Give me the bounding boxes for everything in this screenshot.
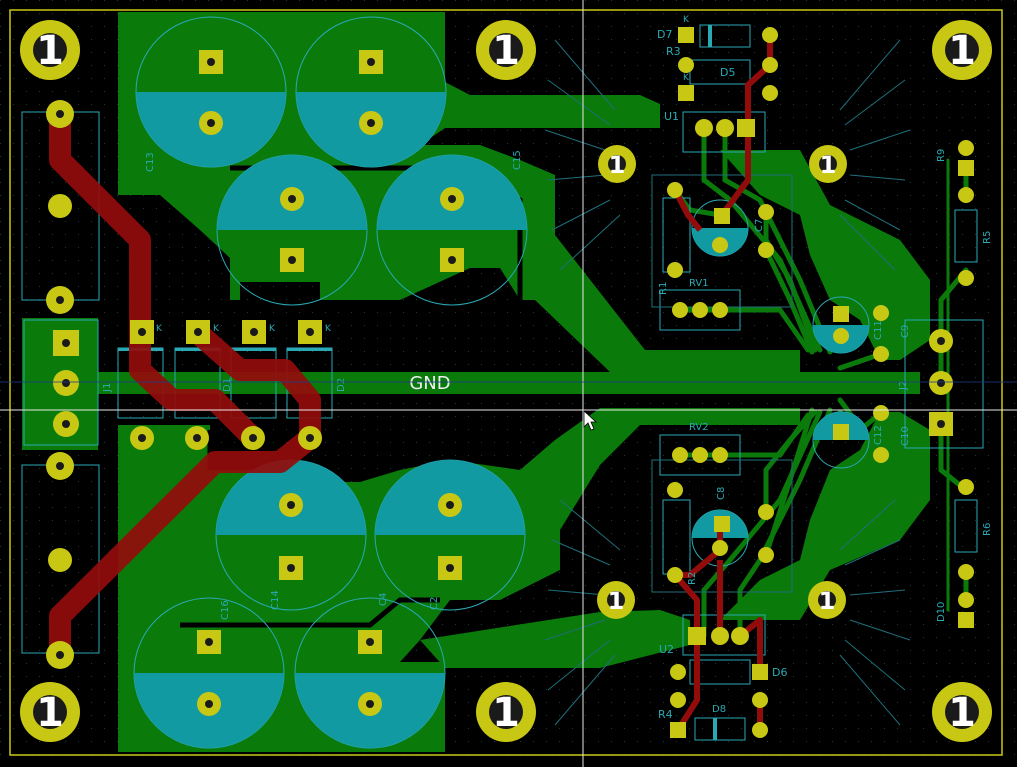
mh-label-tl: 1 [36, 28, 64, 74]
label-rv2: RV2 [689, 422, 709, 433]
label-k1: K [683, 15, 690, 25]
mounting-hole-top-left [20, 20, 80, 80]
hs-label-4: 1 [819, 587, 836, 615]
label-r2: R2 [687, 572, 698, 585]
label-j2: J2 [898, 381, 909, 391]
label-k4: K [213, 324, 220, 334]
label-d5: D5 [720, 66, 735, 79]
label-d10: D10 [936, 602, 947, 622]
label-c12: C12 [873, 425, 884, 445]
pads [46, 27, 974, 738]
label-r5: R5 [982, 231, 993, 244]
label-r3: R3 [666, 45, 681, 58]
mh-label-tm: 1 [492, 28, 520, 74]
mounting-hole-bottom-mid [476, 682, 536, 742]
label-u1: U1 [664, 110, 679, 123]
mh-label-bm: 1 [492, 690, 520, 736]
gnd-net-label: GND [409, 373, 450, 394]
label-c14: C14 [270, 590, 281, 610]
mounting-hole-top-right [932, 20, 992, 80]
heatsink-outline-bottom [544, 499, 911, 726]
label-c2: C2 [429, 597, 440, 610]
label-c15: C15 [512, 150, 523, 170]
hs-label-1: 1 [609, 151, 626, 179]
label-u2: U2 [659, 643, 674, 656]
mounting-hole-bottom-right [932, 682, 992, 742]
mounting-hole-bottom-left [20, 682, 80, 742]
silkscreen-labels: D7 R3 K K D5 U1 C13 C15 C7 R1 RV1 C11 C9… [102, 15, 993, 721]
label-d7: D7 [657, 28, 672, 41]
label-c10: C10 [900, 426, 911, 446]
mounting-hole-top-mid [476, 20, 536, 80]
label-c16: C16 [220, 600, 231, 620]
hs-label-3: 1 [608, 587, 625, 615]
label-r1: R1 [658, 282, 669, 295]
label-c7: C7 [754, 219, 765, 232]
mh-label-tr: 1 [948, 28, 976, 74]
label-r9: R9 [936, 149, 947, 162]
label-k2: K [683, 73, 690, 83]
label-k3: K [156, 324, 163, 334]
label-c9: C9 [900, 325, 911, 338]
label-c4: C4 [378, 593, 389, 606]
label-c8: C8 [716, 487, 727, 500]
label-c13: C13 [145, 152, 156, 172]
mounting-hole-labels: 1 1 1 1 1 1 1 1 1 1 [36, 28, 976, 736]
label-r4: R4 [658, 708, 673, 721]
heatsink-outline-top [544, 39, 911, 271]
label-k6: K [325, 324, 332, 334]
label-rv1: RV1 [689, 278, 709, 289]
label-r6: R6 [982, 523, 993, 536]
label-d2: D2 [336, 378, 347, 392]
mouse-pointer-icon [583, 410, 598, 431]
hs-label-2: 1 [820, 151, 837, 179]
mh-label-bl: 1 [36, 690, 64, 736]
label-d6: D6 [772, 666, 787, 679]
mounting-holes [20, 20, 992, 742]
label-d8: D8 [712, 704, 726, 715]
label-d1: D1 [222, 378, 233, 392]
label-k5: K [269, 324, 276, 334]
mh-label-br: 1 [948, 690, 976, 736]
label-j1: J1 [102, 383, 113, 393]
label-c11: C11 [873, 320, 884, 340]
